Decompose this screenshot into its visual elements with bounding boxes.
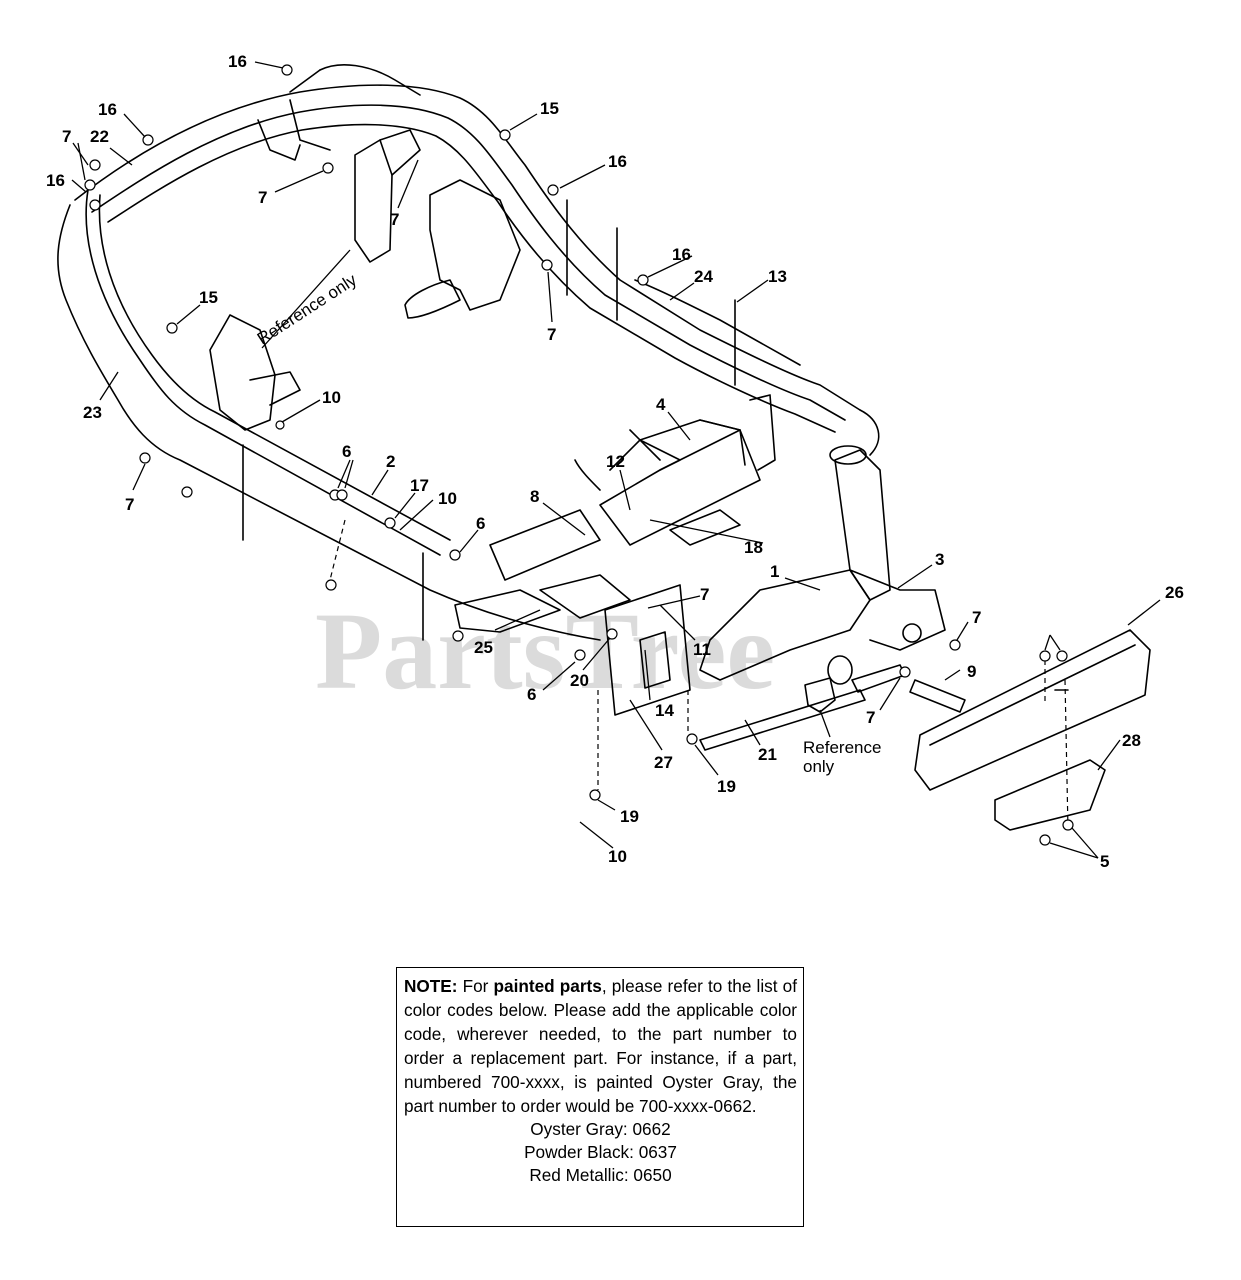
front-axle: [699, 445, 946, 685]
drag-link: [699, 689, 866, 751]
note-text-1: For: [462, 976, 489, 996]
callout-25: 25: [474, 638, 493, 657]
callout-1: 1: [770, 562, 779, 581]
callout-8: 8: [530, 487, 539, 506]
callout-2: 2: [386, 452, 395, 471]
callout-17: 17: [410, 476, 429, 495]
left-bracket: [209, 314, 301, 431]
callout-3: 3: [935, 550, 944, 569]
callout-22: 22: [90, 127, 109, 146]
note-text-2: , please refer to the list of color code…: [404, 976, 797, 1116]
front-plate: [604, 584, 691, 716]
callout-15: 15: [540, 99, 559, 118]
callout-6: 6: [527, 685, 536, 704]
assembly-lines: [329, 519, 1069, 831]
callout-16: 16: [98, 100, 117, 119]
callout-26: 26: [1165, 583, 1184, 602]
pivot-pin: [909, 679, 966, 713]
callout-24: 24: [694, 267, 713, 286]
callout-6: 6: [342, 442, 351, 461]
leader-lines: [71, 61, 1161, 859]
callout-7: 7: [547, 325, 556, 344]
reference-bracket-rear: [354, 129, 521, 319]
callout-12: 12: [606, 452, 625, 471]
callout-16: 16: [672, 245, 691, 264]
callout-19: 19: [717, 777, 736, 796]
bumper-lower: [994, 759, 1106, 831]
callout-13: 13: [768, 267, 787, 286]
callout-7: 7: [866, 708, 875, 727]
cross-members: [454, 394, 776, 633]
reference-only-label-rear: Reference only: [254, 270, 361, 348]
main-frame: [57, 64, 880, 641]
callout-7: 7: [62, 127, 71, 146]
callout-19: 19: [620, 807, 639, 826]
color-code-red-metallic: Red Metallic: 0650: [529, 1165, 672, 1185]
callout-7: 7: [125, 495, 134, 514]
callout-23: 23: [83, 403, 102, 422]
callout-16: 16: [608, 152, 627, 171]
callout-16: 16: [46, 171, 65, 190]
watermark: PartsTree: [315, 590, 775, 712]
callout-18: 18: [744, 538, 763, 557]
callout-6: 6: [476, 514, 485, 533]
carriage-bolts: [242, 199, 736, 641]
callout-7: 7: [258, 188, 267, 207]
note-box: NOTE: For painted parts, please refer to…: [396, 967, 804, 1227]
reference-only-label-front-line1: Reference: [803, 738, 881, 757]
reference-part-front: [804, 677, 836, 713]
callout-7: 7: [390, 210, 399, 229]
callout-27: 27: [654, 753, 673, 772]
side-strap: [634, 279, 801, 366]
callout-10: 10: [438, 489, 457, 508]
callout-20: 20: [570, 671, 589, 690]
callout-15: 15: [199, 288, 218, 307]
note-paragraph: NOTE: For painted parts, please refer to…: [404, 974, 797, 1118]
note-painted-parts: painted parts: [493, 976, 602, 996]
fasteners: [84, 64, 1074, 846]
callout-11: 11: [693, 640, 711, 659]
front-bumper: [914, 629, 1151, 791]
callout-7: 7: [700, 585, 709, 604]
note-label: NOTE:: [404, 976, 458, 996]
reference-only-label-front-line2: only: [803, 757, 835, 776]
callout-10: 10: [608, 847, 627, 866]
color-code-powder-black: Powder Black: 0637: [524, 1142, 677, 1162]
callout-5: 5: [1100, 852, 1109, 871]
callout-21: 21: [758, 745, 777, 764]
color-codes: Oyster Gray: 0662 Powder Black: 0637 Red…: [404, 1118, 797, 1187]
callout-9: 9: [967, 662, 976, 681]
callout-14: 14: [655, 701, 674, 720]
callout-28: 28: [1122, 731, 1141, 750]
callout-labels: 16 16 7 22 16 15 16 7 7 16 24 13 15 7 10…: [46, 52, 1184, 871]
callout-16: 16: [228, 52, 247, 71]
bracket-plate: [851, 664, 906, 693]
color-code-oyster-gray: Oyster Gray: 0662: [530, 1119, 671, 1139]
callout-7: 7: [972, 608, 981, 627]
callout-4: 4: [656, 395, 666, 414]
callout-10: 10: [322, 388, 341, 407]
